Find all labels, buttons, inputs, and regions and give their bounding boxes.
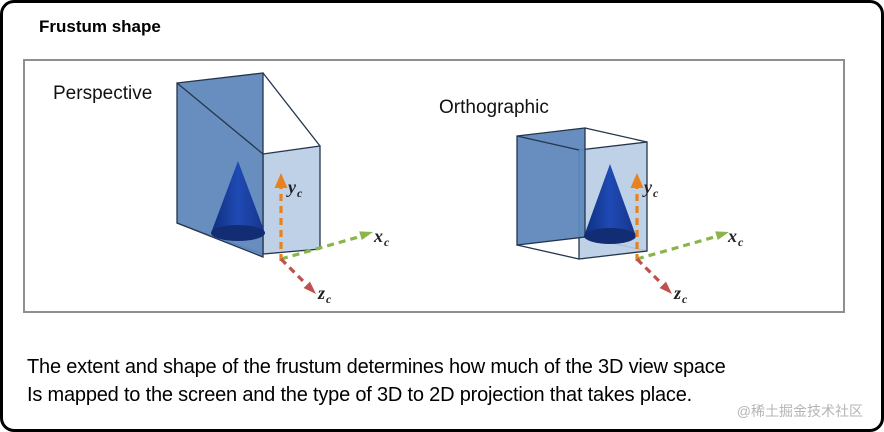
axis-label-zc-perspective: zc: [318, 283, 332, 306]
perspective-cone: [211, 161, 265, 241]
perspective-near-plane: [262, 145, 321, 255]
orthographic-axes: [630, 173, 729, 294]
axis-letter: z: [674, 283, 682, 303]
y-axis-arrowhead: [630, 173, 644, 188]
perspective-diagonal-edge: [176, 82, 264, 155]
axis-label-yc-perspective: yc: [288, 177, 303, 200]
axis-subscript: c: [738, 235, 744, 249]
cone-base: [211, 225, 265, 241]
axis-letter: x: [728, 226, 737, 246]
x-axis-arrowhead: [359, 231, 373, 240]
axis-label-yc-orthographic: yc: [644, 177, 659, 200]
axis-label-xc-perspective: xc: [374, 226, 390, 249]
perspective-label: Perspective: [53, 83, 153, 104]
z-axis-arrowhead: [659, 281, 672, 294]
x-axis-line: [636, 234, 719, 261]
figure-title: Frustum shape: [39, 17, 161, 36]
orthographic-diagonal-edge: [516, 135, 580, 151]
axis-label-xc-orthographic: xc: [728, 226, 744, 249]
z-axis-line: [635, 257, 663, 285]
axis-letter: z: [318, 283, 326, 303]
z-axis-arrowhead: [303, 281, 316, 294]
axis-subscript: c: [326, 292, 332, 306]
orthographic-top-edge: [584, 127, 648, 143]
cone-base: [584, 228, 636, 244]
axis-subscript: c: [682, 292, 688, 306]
orthographic-frustum: [516, 127, 729, 294]
axis-letter: y: [288, 177, 296, 197]
cone-body: [584, 164, 636, 236]
caption-line-1: The extent and shape of the frustum dete…: [27, 356, 726, 378]
frustum-diagram-canvas: [176, 72, 729, 294]
orthographic-cone: [584, 164, 636, 244]
cone-body: [211, 161, 265, 233]
z-axis-line: [279, 257, 307, 285]
caption: The extent and shape of the frustum dete…: [27, 353, 857, 409]
orthographic-label: Orthographic: [439, 97, 549, 118]
orthographic-far-plane: [516, 127, 586, 246]
orthographic-bottom-left-edge: [516, 244, 580, 260]
axis-subscript: c: [653, 186, 659, 200]
axis-subscript: c: [384, 235, 390, 249]
y-axis-arrowhead: [274, 173, 288, 188]
x-axis-arrowhead: [715, 231, 729, 240]
x-axis-line: [280, 234, 363, 261]
perspective-frustum: [176, 72, 373, 294]
perspective-axes: [274, 173, 373, 294]
diagram-panel: Perspective Orthographic yc xc zc yc xc …: [23, 59, 845, 313]
perspective-top-edge: [262, 72, 321, 147]
watermark: @稀土掘金技术社区: [736, 403, 863, 419]
axis-letter: x: [374, 226, 383, 246]
axis-subscript: c: [297, 186, 303, 200]
caption-line-2: Is mapped to the screen and the type of …: [27, 384, 693, 406]
axis-letter: y: [644, 177, 652, 197]
axis-label-zc-orthographic: zc: [674, 283, 688, 306]
